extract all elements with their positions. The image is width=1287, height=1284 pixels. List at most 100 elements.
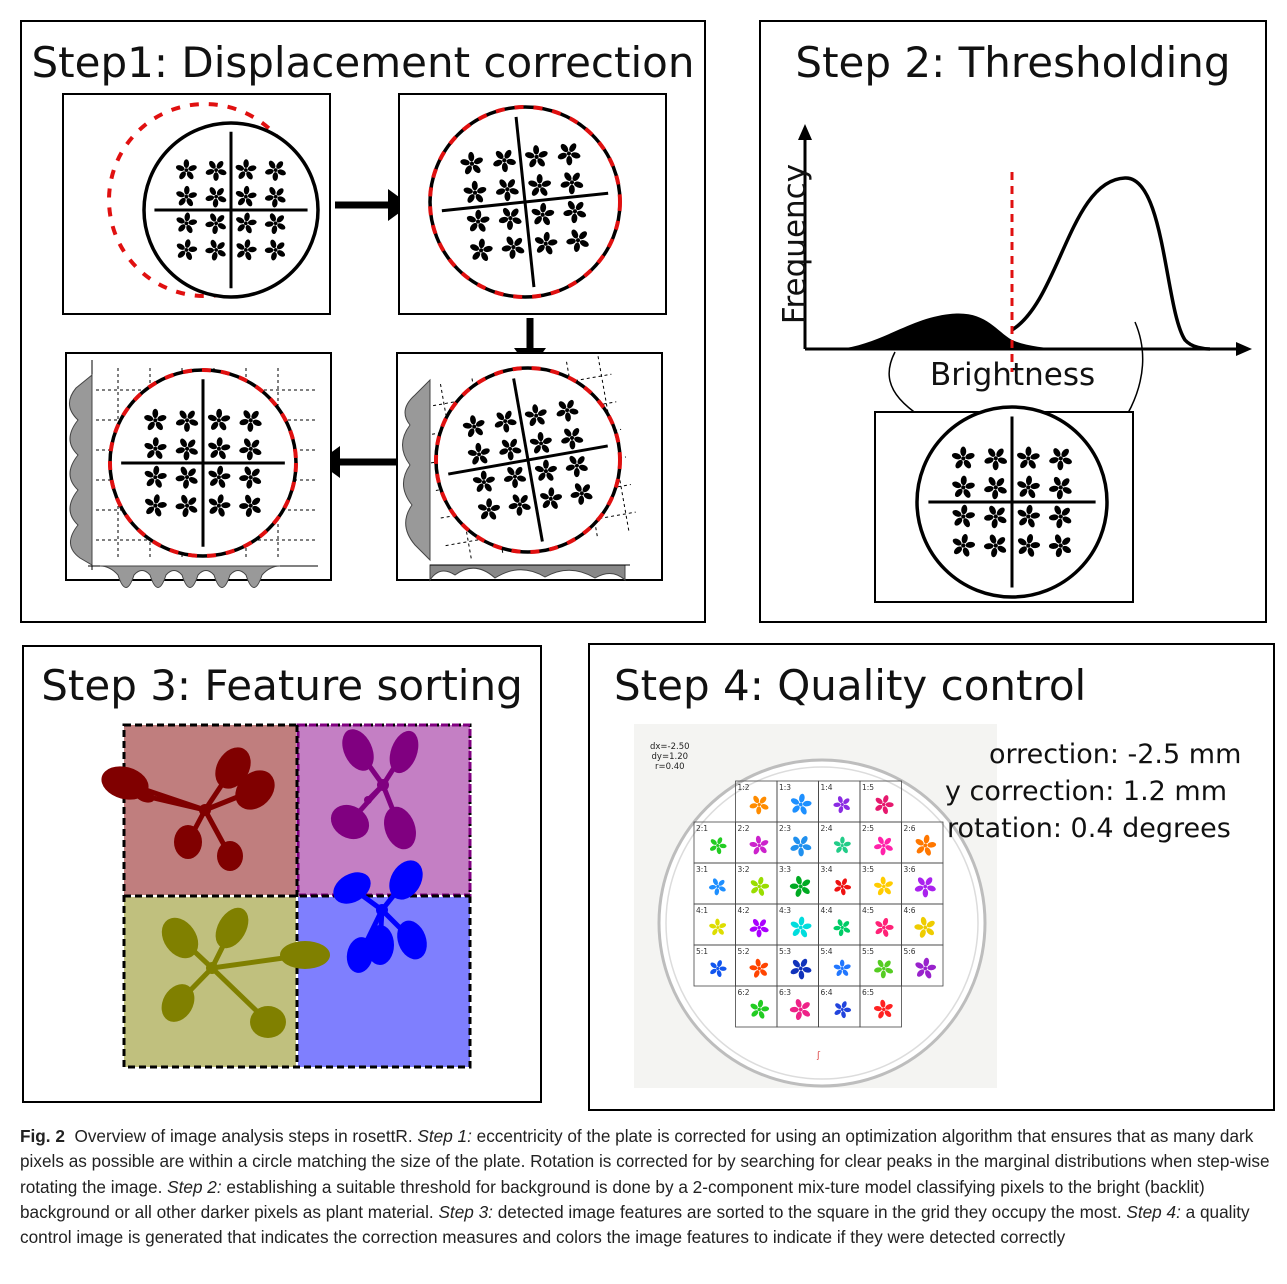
rosette-leaf [833, 841, 841, 847]
step1-title: Step1: Displacement correction [31, 38, 695, 87]
qc-param-dy: dy=1.20 [651, 752, 689, 762]
rosette-leaf [800, 836, 808, 845]
rosette-leaf [760, 969, 767, 976]
rosette-leaf [790, 921, 800, 928]
qc-cell-label: 4:3 [779, 906, 791, 915]
qc-x-correction: orrection: -2.5 mm [989, 739, 1242, 770]
rosette-icon [710, 960, 727, 978]
rosette-leaf [875, 921, 883, 928]
rosette-leaf [837, 796, 843, 804]
rosette-leaf [917, 877, 925, 886]
qc-cell-label: 3:5 [862, 865, 874, 874]
rosette-leaf [755, 835, 761, 844]
rosette-leaf [916, 969, 925, 977]
rosette-leaf [759, 919, 767, 927]
qc-cell-label: 1:4 [821, 783, 833, 792]
step2-panel: Step 2: Thresholding [759, 20, 1267, 623]
caption-step3-label: Step 3: [438, 1201, 493, 1222]
rosette-icon [790, 958, 812, 980]
caption-step3-text: detected image features are sorted to th… [497, 1201, 1122, 1222]
rosette-leaf [916, 846, 925, 854]
rosette-icon [915, 957, 937, 979]
rosette-leaf [760, 962, 769, 969]
rosette-center [798, 925, 803, 930]
rosette-center [757, 884, 761, 889]
rosette-center [757, 843, 761, 848]
rosette-center [798, 802, 803, 807]
rosette-leaf [718, 879, 725, 886]
rosette-icon [790, 793, 812, 815]
rosette-leaf [749, 803, 758, 809]
rosette-icon [874, 836, 893, 856]
rosette-leaf [877, 959, 884, 968]
step3-title: Step 3: Feature sorting [41, 661, 523, 710]
rosette-leaf [882, 917, 889, 926]
rosette-center [923, 843, 928, 848]
rosette-leaf [802, 844, 812, 851]
rosette-leaf [802, 879, 811, 887]
rosette-leaf [835, 1003, 842, 1009]
rosette-icon [790, 836, 812, 857]
rosette-leaf [753, 970, 760, 978]
rosette-leaf [753, 795, 760, 804]
rosette-leaf [843, 1007, 852, 1013]
rosette-icon [749, 958, 769, 978]
qc-params: dx=-2.50 dy=1.20 r=0.40 [650, 742, 690, 772]
qc-cell-label: 5:3 [779, 947, 791, 956]
rosette-leaf [923, 957, 930, 967]
rosette-leaf [925, 970, 932, 979]
rosette-leaf [880, 970, 886, 979]
caption-fig-label: Fig. 2 [20, 1126, 65, 1146]
rosette-icon [914, 916, 935, 938]
rosette-leaf [802, 923, 812, 930]
rosette-leaf [755, 958, 761, 967]
rosette-leaf [882, 929, 889, 937]
rosette-icon [875, 795, 894, 815]
qc-cell-label: 4:5 [862, 906, 874, 915]
rosette-leaf [710, 839, 717, 845]
qc-cell-label: 1:5 [862, 783, 874, 792]
rosette-icon [834, 1001, 852, 1019]
qc-cell-label: 2:3 [779, 824, 791, 833]
qc-cell-label: 4:4 [821, 906, 833, 915]
rosette-leaf [927, 964, 937, 971]
rosette-icon [833, 796, 850, 814]
rosette-leaf [756, 806, 762, 815]
rosette-icon [789, 875, 811, 897]
qc-cell-label: 2:2 [738, 824, 750, 833]
rosette-leaf [792, 959, 800, 968]
rosette-leaf [758, 888, 765, 896]
rosette-leaf [920, 916, 927, 926]
rosette-leaf [760, 804, 769, 810]
rosette-icon [915, 834, 937, 856]
rosette-icon [914, 877, 936, 898]
rosette-leaf [837, 919, 843, 927]
rosette-icon [708, 878, 726, 896]
rosette-icon [750, 876, 770, 896]
rosette-leaf [834, 1009, 842, 1015]
rosette-leaf [802, 1002, 810, 1010]
rosette-center [840, 843, 844, 848]
rosette-center [798, 1007, 803, 1012]
rosette-center [882, 966, 886, 971]
rosette-leaf [795, 1011, 802, 1021]
rosette-leaf [719, 966, 727, 971]
rosette-icon [750, 999, 770, 1019]
step3-panel: Step 3: Feature sorting [22, 645, 542, 1103]
qc-grid-cell [859, 985, 902, 1028]
rosette-center [882, 925, 886, 930]
rosette-leaf [795, 999, 802, 1008]
qc-cell-label: 5:2 [738, 947, 750, 956]
rosette-leaf [750, 880, 758, 887]
rosette-leaf [790, 798, 800, 805]
caption-step2-text: establishing a suitable threshold for ba… [20, 1176, 1205, 1222]
rosette-leaf [761, 1006, 770, 1012]
rosette-icon [749, 835, 769, 855]
rosette-leaf [800, 806, 807, 815]
rosette-leaf [710, 962, 717, 969]
caption-step2-label: Step 2: [167, 1176, 222, 1197]
qc-cell-label: 4:2 [738, 906, 750, 915]
rosette-leaf [789, 883, 799, 890]
rosette-center [840, 966, 844, 971]
rosette-leaf [749, 926, 758, 932]
